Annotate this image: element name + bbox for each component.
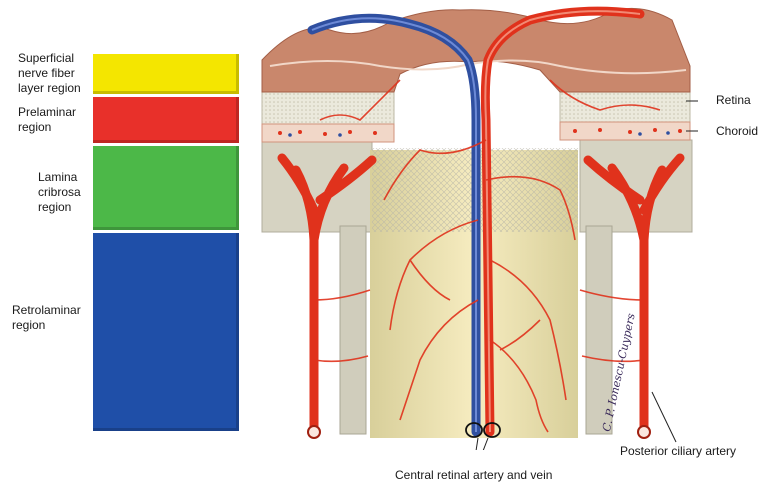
choroid-layer-right [560, 122, 690, 140]
legend-swatch-lamina-cribrosa [93, 146, 239, 230]
retina-layer-right [560, 88, 690, 124]
label-central-retinal-artery-vein: Central retinal artery and vein [395, 468, 552, 482]
legend-label-prelaminar: Prelaminar region [18, 105, 76, 135]
legend-label-lamina-cribrosa: Lamina cribrosa region [38, 170, 81, 215]
optic-nerve-head-illustration [258, 0, 698, 450]
legend-swatch-prelaminar [93, 97, 239, 143]
legend-swatch-retrolaminar [93, 233, 239, 431]
legend-label-nerve-fiber: Superficial nerve fiber layer region [18, 51, 81, 96]
label-retina: Retina [716, 93, 751, 107]
label-choroid: Choroid [716, 124, 758, 138]
sheath-left [340, 226, 366, 434]
legend-swatch-nerve-fiber [93, 54, 239, 94]
label-posterior-ciliary-artery: Posterior ciliary artery [620, 444, 736, 458]
legend-label-retrolaminar: Retrolaminar region [12, 303, 81, 333]
retina-layer-left [262, 90, 394, 126]
